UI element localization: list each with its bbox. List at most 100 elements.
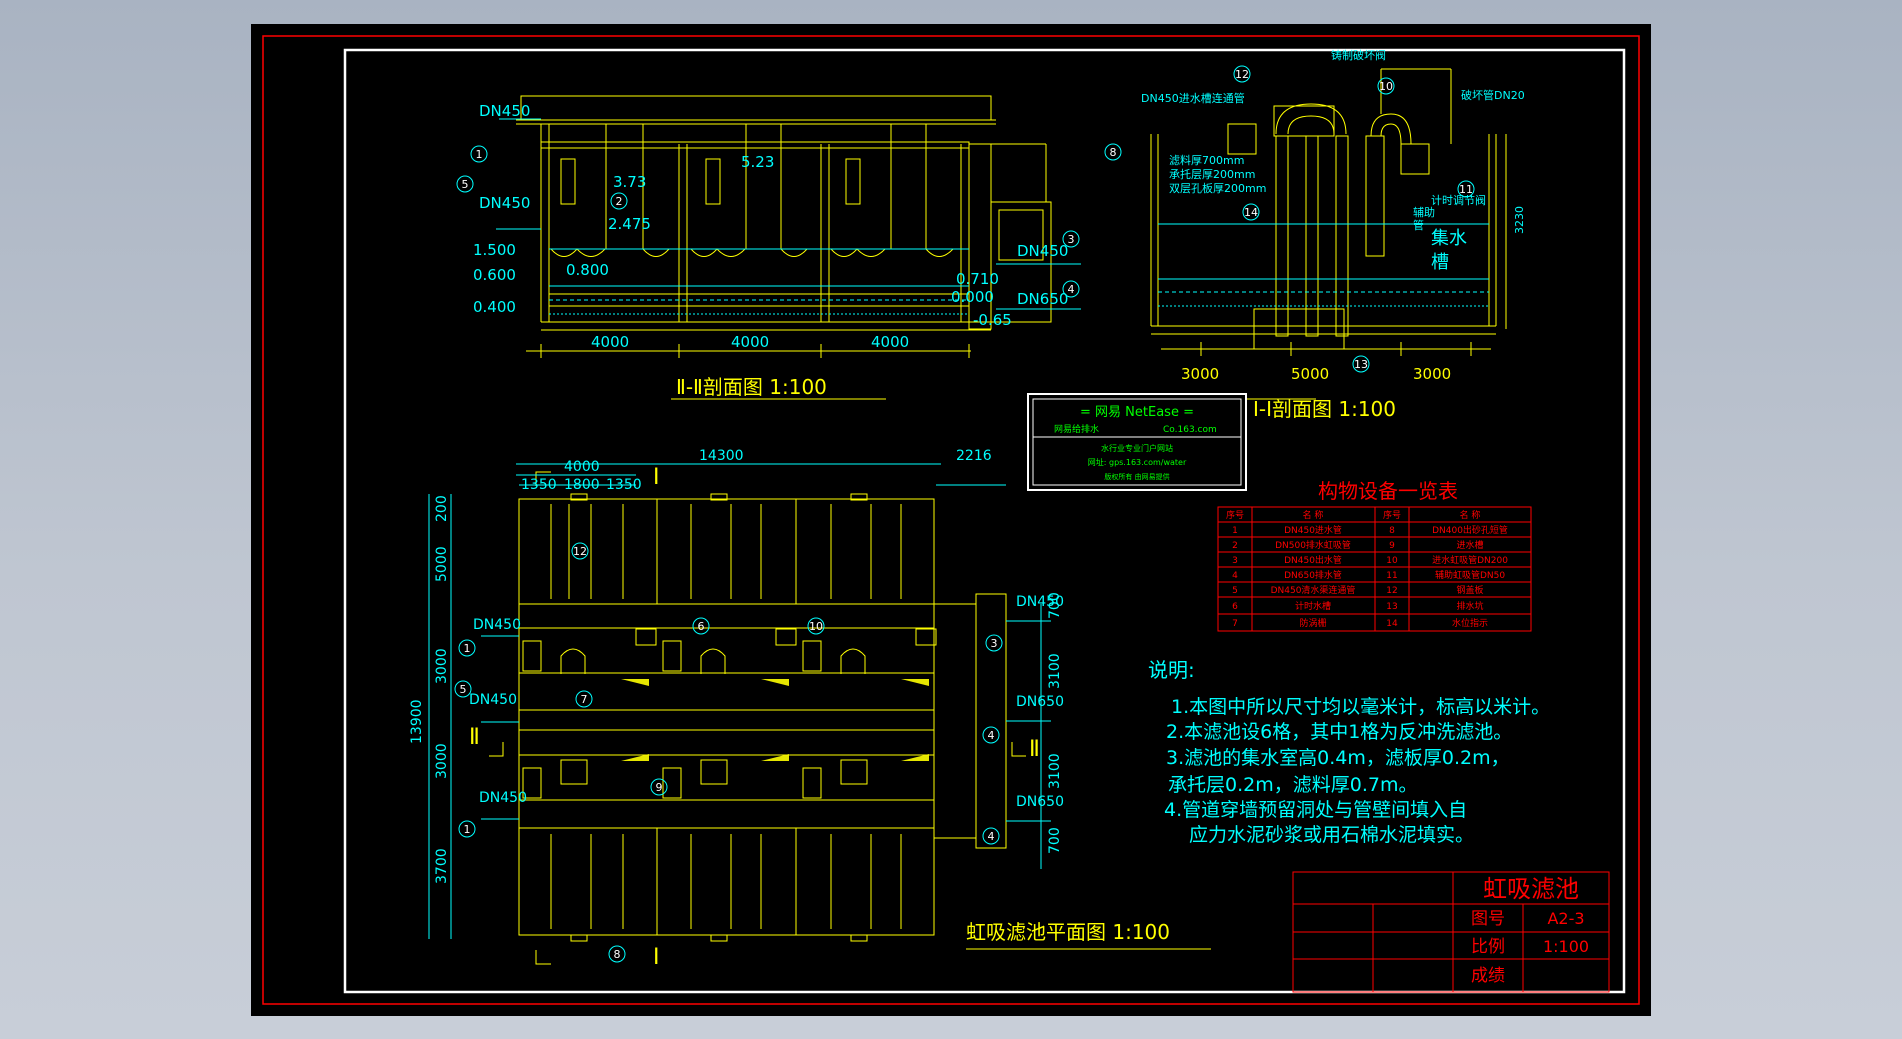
scale-label: 比例 xyxy=(1471,937,1505,957)
drawing-sheet: DN450 DN450 DN450 DN650 3.73 5.23 2.475 … xyxy=(251,24,1651,1016)
grade-label: 成绩 xyxy=(1471,966,1505,986)
section-2-water xyxy=(456,118,1081,315)
table-cell: 12 xyxy=(1386,586,1397,596)
plan-callout-11: 4 xyxy=(988,830,995,843)
title-block-text: 虹吸滤池 图号 A2-3 比例 1:100 成绩 xyxy=(1471,875,1589,986)
section-2-drawing xyxy=(516,95,1052,400)
plan-dim-2216: 2216 xyxy=(956,448,992,464)
plan-dim-total-width: 14300 xyxy=(699,448,744,464)
plan-callouts: 12 1 5 1 6 10 7 9 3 4 4 8 xyxy=(460,545,998,961)
s2-dim-3: 4000 xyxy=(871,333,909,351)
s1-height-dim: 3230 xyxy=(1513,206,1526,234)
s1-dim-1: 3000 xyxy=(1181,365,1219,383)
s2-callout-2: 5 xyxy=(462,178,469,191)
plan-pipe-4: DN450 xyxy=(1016,594,1064,610)
s2-callout-4: 3 xyxy=(1068,233,1075,246)
s1-label-connect: DN450进水槽连通管 xyxy=(1141,91,1245,105)
drawing-no-value: A2-3 xyxy=(1547,909,1584,928)
table-cell: 4 xyxy=(1232,571,1238,581)
section-1-title: Ⅰ-Ⅰ剖面图 1:100 xyxy=(1253,397,1396,421)
plan-callout-8: 9 xyxy=(656,781,663,794)
s2-elev-7: 0.400 xyxy=(473,298,516,316)
section-1-dims: 3000 5000 3000 xyxy=(1181,365,1451,383)
plan-callout-12: 8 xyxy=(614,948,621,961)
s2-elev-10: -0.65 xyxy=(973,311,1012,329)
s2-callout-3: 2 xyxy=(616,195,623,208)
s2-elev-3: 2.475 xyxy=(608,215,651,233)
table-header-name-2: 名 称 xyxy=(1460,509,1481,521)
s2-elev-4: 1.500 xyxy=(473,241,516,259)
table-cell: 5 xyxy=(1232,586,1238,596)
table-cell: 3 xyxy=(1232,556,1238,566)
table-cell: DN400出砂孔短管 xyxy=(1432,524,1508,536)
equipment-table-cells: 序号 名 称 序号 名 称 1 DN450进水管 8 DN400出砂孔短管 2 … xyxy=(1226,509,1508,629)
plan-dim-3000a: 3000 xyxy=(434,648,450,684)
plan-dim-13900: 13900 xyxy=(409,699,425,744)
section-2-callouts: 1 5 2 3 4 xyxy=(462,148,1075,296)
scale-value: 1:100 xyxy=(1543,937,1589,956)
note-line-2: 2.本滤池设6格，其中1格为反冲洗滤池。 xyxy=(1166,721,1512,743)
outer-border xyxy=(262,35,1640,1005)
stamp-line-1: = 网易 NetEase = xyxy=(1080,405,1194,420)
section-1-text: 铸制破坏阀 破坏管DN20 DN450进水槽连通管 滤料厚700mm 承托层厚2… xyxy=(1141,48,1526,273)
s2-elev-9: 0.000 xyxy=(951,288,994,306)
plan-callout-9: 3 xyxy=(991,637,998,650)
plan-title: 虹吸滤池平面图 1:100 xyxy=(966,920,1170,944)
note-line-4: 承托层0.2m，滤料厚0.7m。 xyxy=(1168,774,1417,796)
note-line-1: 1.本图中所以尺寸均以毫米计，标高以米计。 xyxy=(1171,696,1550,718)
plan-dim-700a: 700 xyxy=(1047,592,1063,619)
table-cell: 6 xyxy=(1232,602,1238,612)
plan-pipe-1: DN450 xyxy=(473,617,521,633)
table-cell: 11 xyxy=(1386,571,1397,581)
note-line-3: 3.滤池的集水室高0.4m，滤板厚0.2m， xyxy=(1166,747,1510,769)
plan-callout-7: 7 xyxy=(581,693,588,706)
table-header-no-1: 序号 xyxy=(1226,509,1244,521)
s1-callout-4: 11 xyxy=(1459,183,1473,196)
plan-pipe-5: DN650 xyxy=(1016,694,1064,710)
s2-dim-1: 4000 xyxy=(591,333,629,351)
plan-pipe-3: DN450 xyxy=(479,790,527,806)
s1-label-aux: 辅助 xyxy=(1413,205,1435,219)
plan-text: 14300 4000 1350 1800 1350 2216 13900 200… xyxy=(409,448,1064,884)
plan-callout-5: 6 xyxy=(698,620,705,633)
plan-dim-3100b: 3100 xyxy=(1047,753,1063,789)
plan-mark-II-left: Ⅱ xyxy=(469,725,480,750)
table-cell: 9 xyxy=(1389,541,1395,551)
notes-heading: 说明: xyxy=(1148,658,1195,682)
plan-dim-3100a: 3100 xyxy=(1047,653,1063,689)
stamp-line-4: 网址: gps.163.com/water xyxy=(1088,457,1187,467)
section-2-text: DN450 DN450 DN450 DN650 3.73 5.23 2.475 … xyxy=(473,102,1068,351)
plan-callout-1: 12 xyxy=(573,545,587,558)
plan-dim-1350a: 1350 xyxy=(521,477,557,493)
plan-dim-5000: 5000 xyxy=(434,546,450,582)
s1-dim-2: 5000 xyxy=(1291,365,1329,383)
section-2-title: Ⅱ-Ⅱ剖面图 1:100 xyxy=(676,375,827,399)
s1-label-pipe: 破坏管DN20 xyxy=(1461,88,1525,102)
table-cell: 防涡栅 xyxy=(1299,617,1326,629)
plan-dim-3000b: 3000 xyxy=(434,743,450,779)
plan-callout-4: 1 xyxy=(464,823,471,836)
netease-stamp: = 网易 NetEase = 网易给排水 Co.163.com 水行业专业门户网… xyxy=(1027,393,1247,491)
plan-dim-1350b: 1350 xyxy=(606,477,642,493)
cad-drawing-canvas: DN450 DN450 DN450 DN650 3.73 5.23 2.475 … xyxy=(262,35,1640,1005)
plan-callout-2: 1 xyxy=(464,642,471,655)
section-1-callouts: 12 10 8 11 14 13 xyxy=(1110,68,1474,371)
table-cell: 7 xyxy=(1232,619,1238,629)
stamp-line-2b: Co.163.com xyxy=(1163,425,1217,435)
s1-label-collect2: 槽 xyxy=(1431,252,1449,273)
plan-pipe-2: DN450 xyxy=(469,692,517,708)
s2-elev-5: 0.800 xyxy=(566,261,609,279)
table-cell: DN450进水管 xyxy=(1284,524,1342,536)
table-cell: DN650排水管 xyxy=(1284,569,1342,581)
s2-dim-2: 4000 xyxy=(731,333,769,351)
table-cell: 钢盖板 xyxy=(1456,584,1483,596)
table-cell: 2 xyxy=(1232,541,1238,551)
inner-frame xyxy=(343,48,1626,994)
s1-dim-3: 3000 xyxy=(1413,365,1451,383)
s2-elev-8: 0.710 xyxy=(956,270,999,288)
note-line-5: 4.管道穿墙预留洞处与管壁间填入自 xyxy=(1164,799,1467,821)
s1-label-media: 滤料厚700mm xyxy=(1169,153,1244,167)
stamp-line-3: 水行业专业门户网站 xyxy=(1101,443,1173,453)
s2-elev-2: 5.23 xyxy=(741,153,774,171)
s1-callout-3: 8 xyxy=(1110,146,1117,159)
